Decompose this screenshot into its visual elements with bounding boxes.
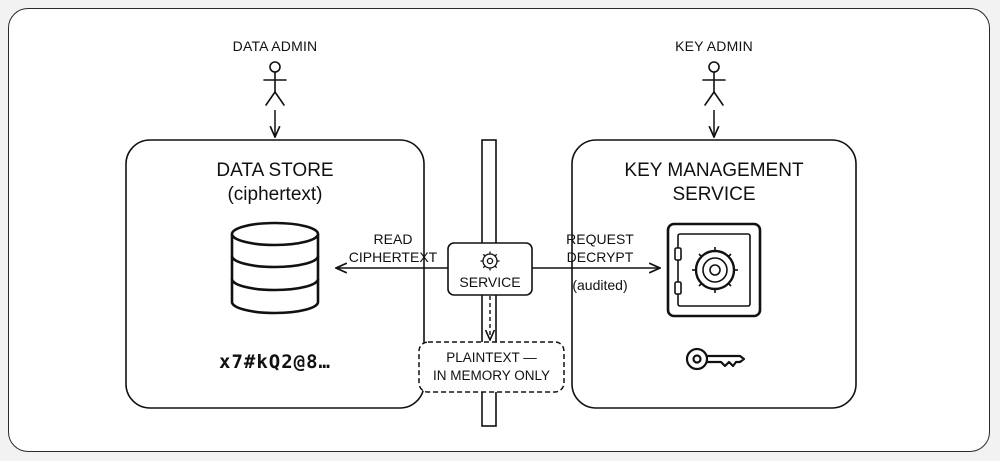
data-store-title: DATA STORE bbox=[216, 160, 334, 181]
ciphertext-sample: x7#kQ2@8… bbox=[219, 351, 331, 373]
data-admin-label: DATA ADMIN bbox=[232, 38, 318, 54]
data-store-subtitle: (ciphertext) bbox=[227, 184, 323, 205]
read-label-line1: READ bbox=[373, 231, 413, 247]
gear-icon bbox=[480, 251, 500, 271]
key-admin-label: KEY ADMIN bbox=[675, 38, 753, 54]
audited-note: (audited) bbox=[572, 277, 628, 293]
key-admin-icon bbox=[702, 61, 726, 106]
plaintext-box bbox=[418, 341, 565, 393]
kms-title-line2: SERVICE bbox=[672, 184, 756, 205]
data-admin-icon bbox=[263, 61, 287, 106]
service-label: SERVICE bbox=[459, 274, 521, 290]
request-label-line1: REQUEST bbox=[566, 231, 634, 247]
plaintext-label-line2: IN MEMORY ONLY bbox=[432, 368, 551, 383]
kms-title-line1: KEY MANAGEMENT bbox=[624, 160, 804, 181]
plaintext-label-line1: PLAINTEXT — bbox=[446, 350, 537, 365]
data-store-box bbox=[125, 139, 425, 409]
request-label-line2: DECRYPT bbox=[566, 249, 634, 265]
read-label-line2: CIPHERTEXT bbox=[348, 249, 438, 265]
key-icon bbox=[685, 347, 746, 371]
kms-box bbox=[571, 139, 857, 409]
safe-icon bbox=[666, 222, 762, 318]
database-icon bbox=[230, 221, 320, 315]
